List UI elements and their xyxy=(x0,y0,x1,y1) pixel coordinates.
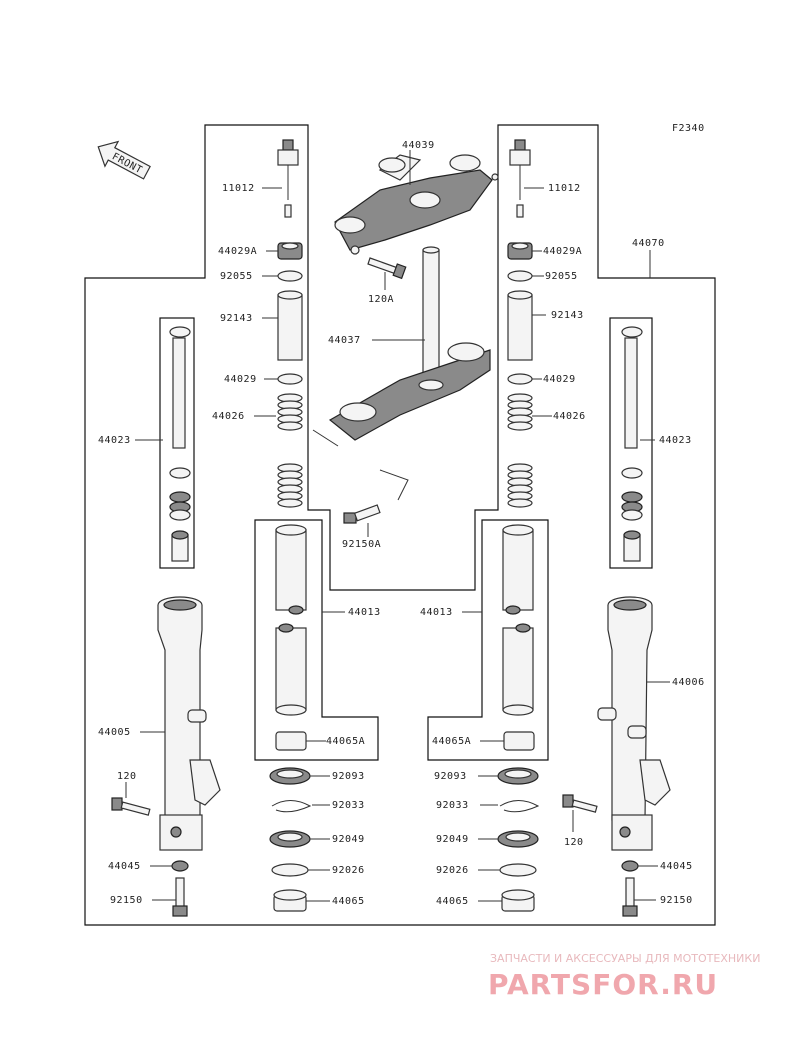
label-44029-right: 44029 xyxy=(543,374,576,385)
oil-seal-92049-right xyxy=(497,830,539,848)
spring-coil xyxy=(507,421,533,431)
cap-44029a-left xyxy=(277,242,303,260)
label-92093-right: 92093 xyxy=(434,771,467,782)
label-92150-left: 92150 xyxy=(110,895,143,906)
label-120a: 120A xyxy=(368,294,394,305)
label-11012-right: 11012 xyxy=(548,183,581,194)
damper-box-right xyxy=(609,317,653,569)
bolt-120-left xyxy=(111,797,151,816)
spring-coil xyxy=(277,498,303,508)
spring-44026-left xyxy=(277,393,303,508)
label-92055-right: 92055 xyxy=(545,271,578,282)
washer-92026-left xyxy=(271,863,309,877)
bolt-120-right xyxy=(562,794,598,813)
inner-tube-44013-right xyxy=(502,524,534,716)
label-44039: 44039 xyxy=(402,140,435,151)
bolt-120a xyxy=(367,257,407,280)
bushing-44065a-left xyxy=(275,731,307,751)
label-92150-right: 92150 xyxy=(660,895,693,906)
label-44037: 44037 xyxy=(328,335,361,346)
watermark-brand: PARTSFOR.RU xyxy=(488,968,718,1001)
label-44065a-right: 44065A xyxy=(432,736,471,747)
washer-92026-right xyxy=(499,863,537,877)
label-44013-left: 44013 xyxy=(348,607,381,618)
label-44026-right: 44026 xyxy=(553,411,586,422)
label-44065-left: 44065 xyxy=(332,896,365,907)
washer-44045-right xyxy=(621,860,639,872)
steering-stem xyxy=(328,246,491,441)
diagram-code: F2340 xyxy=(672,123,705,134)
adjuster-right xyxy=(509,139,531,218)
spring-44026-right xyxy=(507,393,533,508)
outer-tube-44005-left xyxy=(157,596,221,851)
label-92150a: 92150A xyxy=(342,539,381,550)
label-44045-right: 44045 xyxy=(660,861,693,872)
damper-box-left xyxy=(159,317,195,569)
bolt-92150a xyxy=(343,504,381,524)
label-92026-right: 92026 xyxy=(436,865,469,876)
spring-coil xyxy=(507,498,533,508)
label-44023-right: 44023 xyxy=(659,435,692,446)
label-44006: 44006 xyxy=(672,677,705,688)
adjuster-left xyxy=(277,139,299,218)
label-44029-left: 44029 xyxy=(224,374,257,385)
o-ring-92055-right xyxy=(507,270,533,282)
label-44065a-left: 44065A xyxy=(326,736,365,747)
oil-seal-92049-left xyxy=(269,830,311,848)
spacer-92143-left xyxy=(277,290,303,361)
label-120-right: 120 xyxy=(564,837,584,848)
bushing-44065-left xyxy=(273,889,307,912)
bolt-92150-left xyxy=(172,877,188,917)
label-92026-left: 92026 xyxy=(332,865,365,876)
label-44013-right: 44013 xyxy=(420,607,453,618)
label-44065-right: 44065 xyxy=(436,896,469,907)
label-92093-left: 92093 xyxy=(332,771,365,782)
label-92049-left: 92049 xyxy=(332,834,365,845)
outer-tube-44006-right xyxy=(597,596,671,851)
dust-seal-92093-right xyxy=(497,767,539,785)
bushing-44065-right xyxy=(501,889,535,912)
label-44023-left: 44023 xyxy=(98,435,131,446)
o-ring-92055-left xyxy=(277,270,303,282)
dust-seal-92093-left xyxy=(269,767,311,785)
label-44026-left: 44026 xyxy=(212,411,245,422)
label-120-left: 120 xyxy=(117,771,137,782)
watermark-tagline: ЗАПЧАСТИ И АКСЕССУАРЫ ДЛЯ МОТОТЕХНИКИ xyxy=(490,952,760,965)
bushing-44065a-right xyxy=(503,731,535,751)
label-44005: 44005 xyxy=(98,727,131,738)
upper-triple-clamp xyxy=(334,154,499,255)
damper-44023-right xyxy=(621,326,643,562)
label-44045-left: 44045 xyxy=(108,861,141,872)
outer-frame xyxy=(84,124,716,926)
washer-44029-right xyxy=(507,373,533,385)
label-92143-right: 92143 xyxy=(551,310,584,321)
label-44070: 44070 xyxy=(632,238,665,249)
washer-44045-left xyxy=(171,860,189,872)
label-92033-left: 92033 xyxy=(332,800,365,811)
label-92033-right: 92033 xyxy=(436,800,469,811)
label-92055-left: 92055 xyxy=(220,271,253,282)
circlip-92033-right xyxy=(499,800,540,813)
cap-44029a-right xyxy=(507,242,533,260)
inner-tube-44013-left xyxy=(275,524,307,716)
damper-44023-left xyxy=(169,326,191,562)
inner-frame-left xyxy=(254,519,379,761)
label-11012-left: 11012 xyxy=(222,183,255,194)
label-92143-left: 92143 xyxy=(220,313,253,324)
bolt-92150-right xyxy=(622,877,638,917)
front-arrow-icon: FRONT xyxy=(97,140,151,180)
spring-coil xyxy=(277,421,303,431)
inner-frame-right xyxy=(427,519,549,761)
label-92049-right: 92049 xyxy=(436,834,469,845)
label-44029a-right: 44029A xyxy=(543,246,582,257)
label-44029a-left: 44029A xyxy=(218,246,257,257)
spacer-92143-right xyxy=(507,290,533,361)
circlip-92033-left xyxy=(271,800,312,813)
washer-44029-left xyxy=(277,373,303,385)
